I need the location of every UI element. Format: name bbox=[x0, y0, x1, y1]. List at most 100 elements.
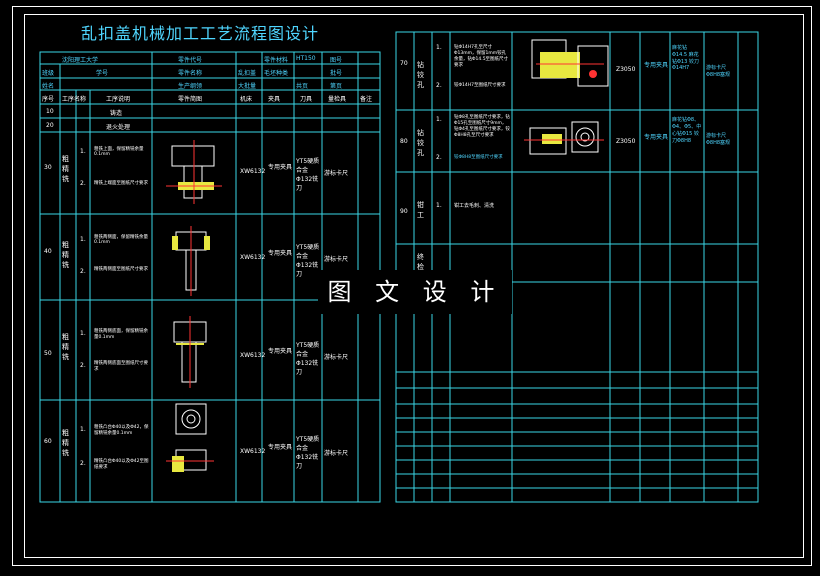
row-20-desc: 退火处理 bbox=[106, 124, 131, 131]
col-name: 工序名称 bbox=[62, 96, 87, 103]
inner-frame bbox=[24, 14, 804, 558]
row-80-note1: 钻Φ8孔至图纸尺寸要求，钻Φ15孔至图纸尺寸9mm，钻Φ4孔至图纸尺寸要求，铰Φ… bbox=[454, 115, 510, 138]
row-60-note2: 精铣凸台Φ40以及Φ42至图纸要求 bbox=[94, 459, 149, 470]
row-40-tool: YT5硬质合金Φ132铣刀 bbox=[296, 244, 320, 278]
row-30-note2: 精铣上端面至图纸尺寸要求 bbox=[94, 181, 148, 186]
page-title: 乱扣盖机械加工工艺流程图设计 bbox=[80, 24, 319, 43]
row-40-note2: 精铣两侧面至图纸尺寸要求 bbox=[94, 267, 148, 272]
row-40-gauge: 游标卡尺 bbox=[324, 256, 349, 263]
row-40-no: 40 bbox=[44, 248, 52, 255]
sketch-70 bbox=[531, 39, 609, 87]
row-90-step1: 1. bbox=[436, 202, 442, 209]
row-80-machine: Z3050 bbox=[616, 138, 636, 145]
header-student-no: 学号 bbox=[96, 70, 109, 77]
col-fixture: 夹具 bbox=[268, 96, 281, 103]
row-30-name: 粗精铣 bbox=[62, 155, 69, 183]
row-50-step1: 1. bbox=[80, 330, 86, 337]
row-90-name: 钳工 bbox=[417, 201, 424, 219]
row-80-step2: 2. bbox=[436, 154, 442, 161]
row-70-gauge: 游标卡尺Φ8H8塞规 bbox=[706, 65, 731, 78]
row-50-fixture: 专用夹具 bbox=[268, 348, 293, 355]
header-part-name-value: 乱扣盖 bbox=[238, 70, 257, 77]
row-80-name: 钻铰孔 bbox=[417, 129, 424, 157]
row-50-step2: 2. bbox=[80, 362, 86, 369]
col-sketch: 零件简图 bbox=[178, 96, 203, 103]
row-60-tool: YT5硬质合金Φ132铣刀 bbox=[296, 436, 320, 470]
row-80-gauge: 游标卡尺Φ8H8塞规 bbox=[706, 133, 731, 146]
sketch-50 bbox=[173, 316, 207, 388]
row-40-name: 粗精铣 bbox=[62, 241, 69, 269]
row-60-machine: XW6132 bbox=[240, 448, 266, 455]
outer-frame bbox=[12, 6, 812, 566]
row-40-machine: XW6132 bbox=[240, 254, 266, 261]
header-program: 生产纲领 bbox=[178, 83, 203, 90]
sketch-40 bbox=[172, 226, 210, 296]
header-batch: 批号 bbox=[330, 70, 343, 77]
header-total-pages: 共页 bbox=[296, 83, 309, 90]
row-70-step1: 1. bbox=[436, 44, 442, 51]
right-table-grid bbox=[395, 31, 759, 503]
row-50-gauge: 游标卡尺 bbox=[324, 354, 349, 361]
sketch-60 bbox=[166, 403, 214, 472]
header-school: 沈阳理工大学 bbox=[62, 57, 99, 64]
header-name: 姓名 bbox=[42, 83, 55, 90]
header-program-value: 大批量 bbox=[238, 83, 257, 90]
row-30-no: 30 bbox=[44, 164, 52, 171]
col-gauge: 量检具 bbox=[328, 96, 347, 103]
row-70-tool: 麻花钻Φ14.5 麻花钻Φ13 铰刀Φ14H7 bbox=[672, 45, 699, 71]
header-drawing-no: 图号 bbox=[330, 57, 343, 64]
col-remark: 备注 bbox=[360, 96, 373, 103]
row-50-machine: XW6132 bbox=[240, 352, 266, 359]
row-30-machine: XW6132 bbox=[240, 168, 266, 175]
header-blank-type: 毛坯种类 bbox=[264, 70, 289, 77]
header-material: 零件材料 bbox=[264, 57, 289, 64]
header-material-value: HT150 bbox=[296, 55, 316, 62]
row-90-note1: 钳工去毛刺、清洗 bbox=[454, 203, 495, 209]
row-60-step1: 1. bbox=[80, 426, 86, 433]
row-70-machine: Z3050 bbox=[616, 66, 636, 73]
row-70-name: 钻铰孔 bbox=[417, 61, 424, 89]
row-30-step1: 1. bbox=[80, 148, 86, 155]
row-10-no: 10 bbox=[46, 108, 54, 115]
row-60-no: 60 bbox=[44, 438, 52, 445]
row-final-name: 终检 bbox=[417, 253, 424, 271]
row-70-note1: 钻Φ14H7孔至尺寸Φ13mm，保留1mm铰孔余量，钻Φ14.5至图纸尺寸要求 bbox=[454, 45, 509, 68]
row-60-gauge: 游标卡尺 bbox=[324, 450, 349, 457]
col-desc: 工序说明 bbox=[106, 96, 131, 103]
row-60-fixture: 专用夹具 bbox=[268, 444, 293, 451]
row-60-name: 粗精铣 bbox=[62, 429, 69, 457]
row-20-no: 20 bbox=[46, 122, 54, 129]
sketch-80 bbox=[524, 121, 604, 155]
row-60-step2: 2. bbox=[80, 460, 86, 467]
row-90-no: 90 bbox=[400, 208, 408, 215]
row-40-note1: 粗铣两侧面，保留精铣余量0.1mm bbox=[94, 235, 148, 245]
row-70-no: 70 bbox=[400, 60, 408, 67]
header-page: 第页 bbox=[330, 83, 343, 90]
row-50-no: 50 bbox=[44, 350, 52, 357]
col-machine: 机床 bbox=[240, 96, 253, 103]
row-60-note1: 粗铣凸台Φ40以及Φ42，保留精铣余量0.1mm bbox=[94, 425, 149, 436]
header-class: 班级 bbox=[42, 70, 55, 77]
row-80-step1: 1. bbox=[436, 116, 442, 123]
col-no: 序号 bbox=[42, 96, 55, 103]
sketch-30 bbox=[166, 140, 222, 204]
row-40-step1: 1. bbox=[80, 236, 86, 243]
row-70-note2: 铰Φ14H7至图纸尺寸要求 bbox=[454, 83, 506, 88]
row-30-step2: 2. bbox=[80, 180, 86, 187]
row-30-tool: YT5硬质合金Φ132铣刀 bbox=[296, 158, 320, 192]
header-part-code: 零件代号 bbox=[178, 57, 203, 64]
row-80-note2: 铰Φ8H8至图纸尺寸要求 bbox=[454, 155, 503, 160]
row-50-note2: 精铣两侧底面至图纸尺寸要求 bbox=[94, 361, 148, 372]
row-30-note1: 粗铣上面，保留精铣余量0.1mm bbox=[94, 147, 144, 157]
row-30-fixture: 专用夹具 bbox=[268, 164, 293, 171]
row-50-name: 粗精铣 bbox=[62, 333, 69, 361]
row-40-fixture: 专用夹具 bbox=[268, 250, 293, 257]
row-50-note1: 粗铣两侧底面，保留精铣余量0.1mm bbox=[94, 329, 148, 340]
header-part-name: 零件名称 bbox=[178, 70, 203, 77]
row-50-tool: YT5硬质合金Φ132铣刀 bbox=[296, 342, 320, 376]
watermark: 图 文 设 计 bbox=[318, 270, 512, 314]
row-30-gauge: 游标卡尺 bbox=[324, 170, 349, 177]
row-80-tool: 麻花钻Φ8、Φ4、Φ5、中心钻Φ15 铰刀Φ8H8 bbox=[672, 117, 702, 144]
row-10-desc: 铸造 bbox=[110, 110, 123, 117]
